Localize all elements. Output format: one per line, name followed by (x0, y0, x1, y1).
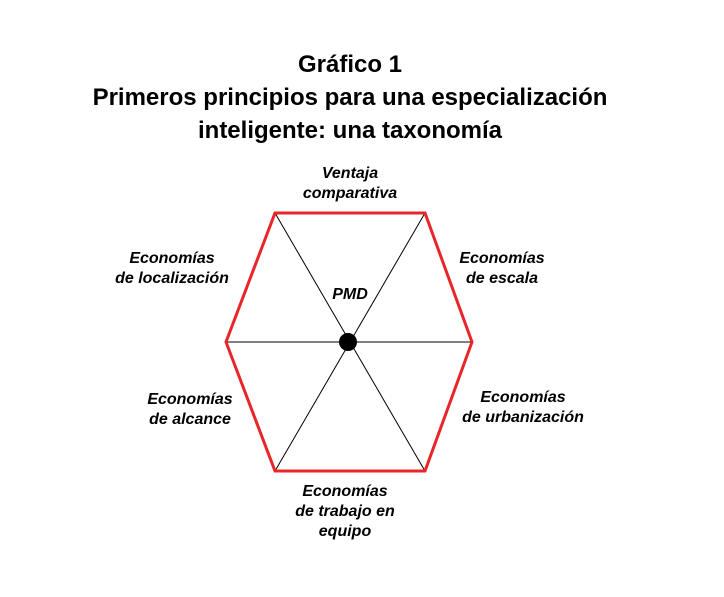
vertex-label-lower-right: Economías de urbanización (448, 388, 598, 428)
vertex-label-bottom-line: Economías (302, 483, 388, 500)
hexagon-outline (224, 211, 474, 473)
vertex-label-lower-right-line: Economías (480, 389, 566, 406)
vertex-label-bottom: Economías de trabajo en equipo (270, 482, 420, 542)
vertex-label-lower-left-line: Economías (147, 391, 233, 408)
vertex-label-lower-left-line: de alcance (149, 411, 231, 428)
figure-title-line-2: inteligente: una taxonomía (197, 117, 503, 144)
vertex-label-top-line: comparativa (302, 185, 398, 202)
center-dot (339, 333, 357, 351)
vertex-label-upper-left-line: Economías (129, 250, 215, 267)
figure-title-line-1: Primeros principios para una especializa… (92, 84, 608, 111)
vertex-label-upper-right-line: de escala (465, 270, 539, 287)
figure-number: Gráfico 1 (297, 51, 403, 78)
vertex-label-upper-left-line: de localización (115, 270, 229, 287)
vertex-label-upper-right: Economías de escala (432, 249, 572, 289)
vertex-label-bottom-line: de trabajo en (295, 503, 395, 520)
center-label: PMD (332, 286, 368, 303)
vertex-label-top: Ventaja comparativa (270, 164, 430, 204)
vertex-label-lower-right-line: de urbanización (462, 409, 584, 426)
vertex-label-bottom-line: equipo (318, 523, 372, 540)
vertex-label-upper-left: Economías de localización (102, 249, 242, 289)
vertex-label-lower-left: Economías de alcance (120, 390, 260, 430)
vertex-label-upper-right-line: Economías (459, 250, 545, 267)
vertex-label-top-line: Ventaja (321, 165, 379, 182)
